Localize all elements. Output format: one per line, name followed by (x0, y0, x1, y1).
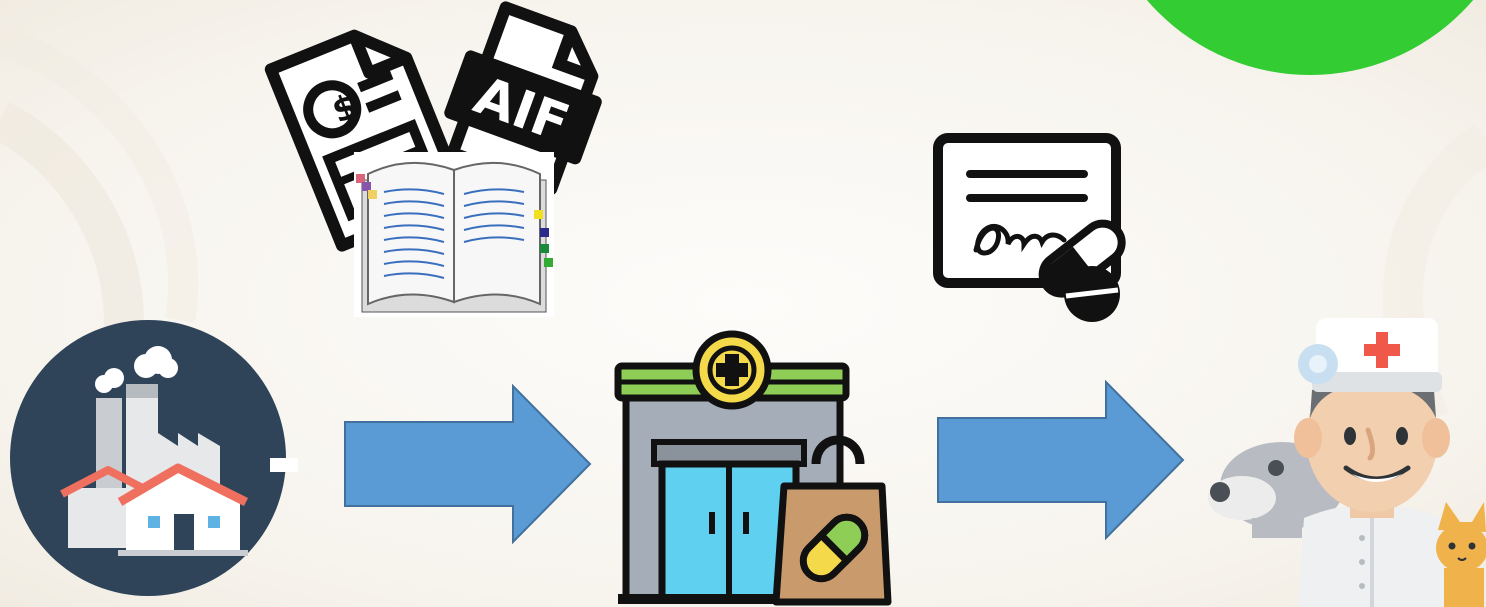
prescription-icon (932, 132, 1132, 317)
flow-arrow-1 (343, 384, 593, 546)
factory-icon (8, 318, 298, 600)
open-book-icon (354, 152, 554, 317)
check-badge-icon (1120, 0, 1486, 80)
documents-group: $ AIF (262, 0, 602, 320)
flow-arrow-2 (936, 380, 1186, 542)
veterinarian-icon (1212, 318, 1486, 607)
pharmacy-store-icon (612, 326, 894, 607)
